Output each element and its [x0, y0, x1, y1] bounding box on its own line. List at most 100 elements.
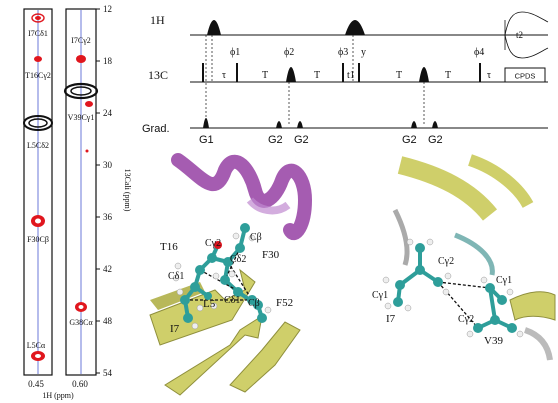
structure-left: T16 Cγ2 Cδ2 Cβ Cδ1 F30 L5 Cδ1 Cβ F52 I7: [149, 153, 313, 396]
label-cg2-i7: Cγ2: [438, 256, 454, 267]
peak-minor: [85, 149, 89, 153]
y-tick-30: 30: [103, 160, 113, 170]
label-t16: T16: [160, 241, 178, 253]
x-tick-strip-2: 0.60: [72, 379, 88, 389]
peak-t16cg2: [34, 56, 42, 62]
peak-i7cd1-core: [35, 16, 41, 20]
channel-label-grad: Grad.: [142, 123, 170, 135]
pulse-1h-2: [345, 20, 365, 35]
sheet-top: [397, 156, 498, 221]
peak-label-l5ca: L5Cα: [27, 341, 46, 350]
delay-T-2: T: [314, 70, 320, 81]
delay-T-3: T: [396, 70, 402, 81]
strip-1-frame: [23, 8, 53, 376]
label-f30: F30: [262, 249, 280, 261]
delay-tau-1: τ: [222, 70, 226, 81]
gradient-g2-3: [411, 121, 417, 128]
atoms-left: [172, 223, 272, 330]
y-tick-36: 36: [103, 212, 113, 222]
peak-label-t16cg2: T16Cγ2: [25, 71, 51, 80]
helix-ribbon: [171, 153, 313, 241]
loop-teal: [454, 232, 495, 276]
peak-v39cg1: [85, 101, 93, 107]
label-cb-f30: Cβ: [250, 232, 262, 243]
peak-v39cg1-black-inner: [70, 86, 92, 96]
label-i7: I7: [170, 323, 180, 335]
peak-g38ca-center: [78, 305, 84, 309]
peak-label-l5cd2: L5Cδ2: [27, 141, 49, 150]
cpds-label: CPDS: [515, 72, 536, 81]
pulse-1h-1: [207, 20, 221, 35]
gradient-g2-4: [432, 121, 438, 128]
pulse-13c-shaped-2: [419, 67, 429, 82]
label-cg1-i7: Cγ1: [372, 290, 388, 301]
phase-label-1: ϕ1: [230, 47, 240, 58]
label-v39: V39: [484, 335, 503, 347]
pulse-sequence: 1H 13C Grad. t2 CPDS ϕ1 ϕ2 ϕ3 y ϕ4 τ T T…: [142, 11, 549, 146]
structure-right: Cγ2 Cγ1 Cγ1 I7 Cγ2 V39: [372, 154, 556, 361]
spectra-panel: I7Cδ1 T16Cγ2 L5Cδ2 F30Cβ L5Cα I7Cγ2 V39C…: [23, 4, 132, 400]
fid-top: [504, 11, 549, 36]
peak-l5cd2-inner: [28, 118, 48, 128]
peak-i7cd1: [31, 13, 45, 23]
y-tick-24: 24: [103, 108, 113, 118]
x-tick-strip-1: 0.45: [28, 379, 44, 389]
gradient-label-g1: G1: [199, 134, 214, 146]
pulse-13c-90-1: [202, 63, 204, 82]
pulse-13c-90-2: [236, 63, 238, 82]
atoms-right: [382, 238, 524, 338]
peak-l5ca-center: [35, 354, 41, 358]
gradient-g2-2: [297, 121, 303, 128]
x-axis-label: 1H (ppm): [42, 391, 74, 400]
pulse-13c-shaped-1: [286, 67, 296, 82]
label-cd2: Cδ2: [230, 254, 246, 265]
peak-i7cg2: [76, 55, 86, 63]
sheet-right: [509, 291, 556, 321]
label-cg2-v39: Cγ2: [458, 314, 474, 325]
gradient-label-g2-4: G2: [428, 134, 443, 146]
y-axis: 12 18 24 30 36 42 48 54 13Cali (ppm): [96, 4, 132, 378]
channel-label-13c: 13C: [148, 68, 168, 82]
label-cb-f52: Cβ: [248, 298, 260, 309]
gradient-g2-1: [276, 121, 282, 128]
sheet-top-right: [467, 154, 534, 209]
beta-sheet-2: [164, 314, 263, 396]
peak-l5cd2: [23, 115, 53, 131]
y-axis-label: 13Cali (ppm): [123, 169, 132, 212]
label-cd1-i7: Cδ1: [168, 271, 184, 282]
label-f52: F52: [276, 297, 293, 309]
helix-ribbon-highlight: [246, 197, 291, 215]
delay-T-4: T: [445, 70, 451, 81]
label-cg2: Cγ2: [205, 238, 221, 249]
phase-label-y: y: [361, 47, 366, 58]
pulse-13c-90-5: [479, 63, 481, 82]
peak-f30cb-center: [35, 218, 41, 224]
y-tick-18: 18: [103, 56, 113, 66]
strip-1-peaks: [23, 13, 53, 361]
peak-label-g38ca: G38Cα: [69, 318, 93, 327]
y-tick-54: 54: [103, 368, 113, 378]
delay-T-1: T: [262, 70, 268, 81]
label-cg1-v39: Cγ1: [496, 275, 512, 286]
loop-bottom: [523, 327, 553, 361]
gradient-label-g2-1: G2: [268, 134, 283, 146]
label-l5: L5: [203, 298, 216, 310]
channel-label-1h: 1H: [150, 13, 165, 27]
peak-v39cg1-black: [63, 82, 99, 100]
y-tick-42: 42: [103, 264, 112, 274]
phase-label-4: ϕ4: [474, 47, 484, 58]
phase-label-2: ϕ2: [284, 47, 294, 58]
fid-bottom: [504, 34, 549, 59]
gradient-label-g2-2: G2: [294, 134, 309, 146]
y-tick-48: 48: [103, 316, 113, 326]
loop-left: [392, 208, 410, 266]
peak-label-i7cd1: I7Cδ1: [28, 29, 48, 38]
peak-label-i7cg2: I7Cγ2: [71, 36, 91, 45]
gradient-label-g2-3: G2: [402, 134, 417, 146]
y-tick-12: 12: [103, 4, 112, 14]
delay-t1: t1: [347, 70, 355, 81]
phase-label-3: ϕ3: [338, 47, 348, 58]
strip-2-frame: [65, 8, 97, 376]
peak-label-v39cg1: V39Cγ1: [68, 113, 95, 122]
